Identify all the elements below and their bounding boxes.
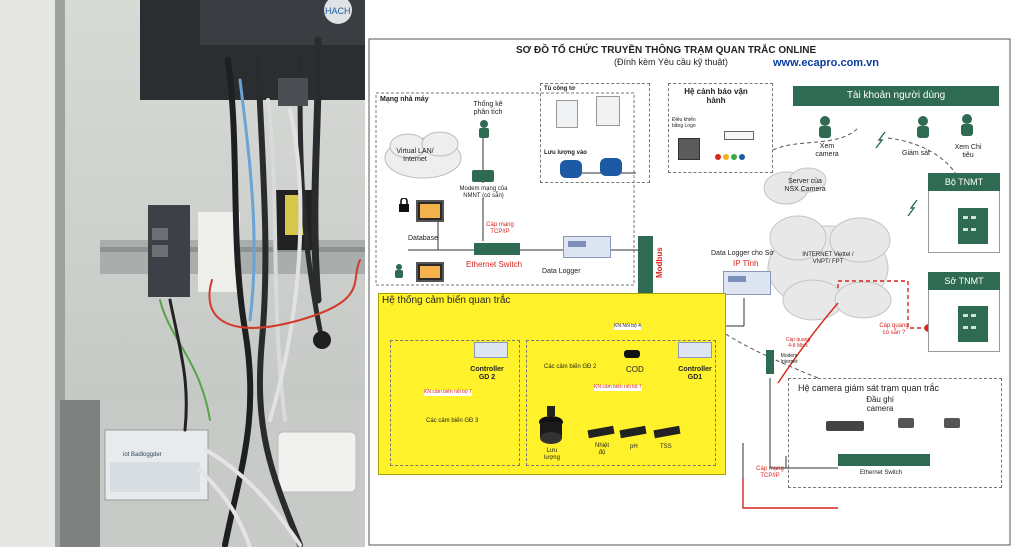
operator-person-icon xyxy=(394,264,404,278)
ph-label: pH xyxy=(630,444,638,450)
power-meter-1 xyxy=(556,100,578,128)
data-logger-device xyxy=(563,236,611,258)
camera-tcp-label: Cáp mạng TCP/IP xyxy=(756,466,784,479)
monitoring-label: Giám sát xyxy=(902,150,931,157)
alarm-display-icon xyxy=(724,131,754,140)
meter-cabinet-group xyxy=(540,83,650,183)
logo-control-label: Điều khiển bằng Logo xyxy=(672,117,696,129)
camera-2-icon xyxy=(944,418,960,428)
flow-in-label: Lưu lượng vào xyxy=(544,150,587,156)
sensors-gd3-label: Các cảm biến GĐ 3 xyxy=(426,418,479,424)
device-brand-text: HACH xyxy=(325,6,351,16)
diagram-title: SƠ ĐỒ TỔ CHỨC TRUYỀN THÔNG TRẠM QUAN TRẮ… xyxy=(516,45,817,56)
bo-tnmt-header: Bộ TNMT xyxy=(928,173,1000,191)
modbus-label: Modbus xyxy=(655,247,664,278)
recorder-label: Đầu ghi camera xyxy=(866,395,894,413)
controller-gd2-device xyxy=(474,342,508,358)
temperature-label: Nhiệt độ xyxy=(594,443,609,456)
camera-ethernet-switch-icon xyxy=(838,454,930,466)
workstation-monitor-icon xyxy=(416,262,444,282)
supervisor-icon xyxy=(916,116,930,138)
tss-label: TSS xyxy=(660,444,672,450)
tcp-cable-label: Cáp mạng TCP/IP xyxy=(486,222,514,235)
plant-network-label: Mạng nhà máy xyxy=(380,96,429,103)
virtual-lan-label: Virtual LAN/ Internet xyxy=(396,148,434,163)
view-indicators-label: Xem Chỉ tiêu xyxy=(954,144,982,159)
camera-switch-label: Ethernet Switch xyxy=(860,470,903,476)
camera-viewer-icon xyxy=(818,116,832,138)
flow-sensor-icon xyxy=(536,406,566,448)
so-tnmt-header: Sở TNMT xyxy=(928,272,1000,290)
modem-icon xyxy=(766,350,774,374)
installation-photo: HACH iot Badloggder xyxy=(0,0,365,547)
recorder-icon xyxy=(826,421,864,431)
alarm-system-label: Hệ cảnh báo vận hành xyxy=(684,87,748,105)
fiber-wan-label: Cáp quang có sẵn ? xyxy=(879,323,909,336)
sensor-system-label: Hệ thống cảm biến quan trắc xyxy=(382,295,511,306)
database-monitor-icon xyxy=(416,200,444,222)
department-logger-device xyxy=(723,271,771,295)
router-icon xyxy=(472,170,494,182)
data-logger-label: Data Logger xyxy=(542,268,581,275)
website-link[interactable]: www.ecapro.com.vn xyxy=(773,57,879,69)
internet-label: INTERNET Viettel / VNPT/ FPT xyxy=(802,252,854,265)
flow-meter-1 xyxy=(560,160,582,178)
kn-sensors-gd1-label: KN cảm biến nối bộ 7 xyxy=(594,384,642,391)
cod-label: COD xyxy=(626,365,644,374)
lock-icon xyxy=(398,197,410,212)
modbus-bus xyxy=(638,236,653,294)
gd2-group xyxy=(390,340,520,466)
network-diagram: SƠ ĐỒ TỔ CHỨC TRUYỀN THÔNG TRẠM QUAN TRẮ… xyxy=(368,38,1011,547)
installation-photo-art: HACH iot Badloggder xyxy=(0,0,365,547)
modem-internet-label: Modem Internet xyxy=(780,353,798,365)
controller-gd1-label: Controller GD1 xyxy=(678,366,712,381)
controller-gd1-device xyxy=(678,342,712,358)
ethernet-switch-label: Ethernet Switch xyxy=(466,260,523,269)
logger-department-label: Data Logger cho Sở xyxy=(711,250,774,257)
alarm-lights-icon xyxy=(714,148,754,160)
plant-modem-label: Modem mạng của NMNT (có sẵn) xyxy=(459,186,508,199)
analyst-person-icon xyxy=(478,120,490,138)
accounts-header: Tài khoản người dùng xyxy=(793,86,999,106)
stats-label: Thống kê phân tích xyxy=(473,101,503,116)
gd1-group xyxy=(526,340,716,466)
indicator-viewer-icon xyxy=(960,114,974,136)
kn-sensors-gd2-label: KN cảm biến nối bộ 7 xyxy=(424,389,472,396)
logo-plc-device xyxy=(678,138,700,160)
camera-system-label: Hệ camera giám sát trạm quan trắc xyxy=(798,383,940,393)
ethernet-switch-icon xyxy=(474,243,520,255)
so-tnmt-server-icon xyxy=(958,306,988,342)
power-meter-2 xyxy=(596,96,620,126)
diagram-subtitle: (Đính kèm Yêu cầu kỹ thuật) xyxy=(614,57,728,67)
alarm-system-group xyxy=(668,83,773,173)
bo-tnmt-server-icon xyxy=(958,208,988,244)
flow-label: Lưu lượng xyxy=(544,448,560,461)
sensor-system-area xyxy=(378,293,726,475)
meter-cabinet-label: Tủ công tơ xyxy=(544,86,576,92)
cod-sensor-icon xyxy=(624,350,640,358)
kn-main-label: KN Nối bộ 4 xyxy=(614,323,641,330)
database-label: Database xyxy=(408,235,438,242)
fiber-speed-label: Cáp quang 4-8 Mb/s xyxy=(785,337,811,349)
flow-meter-2 xyxy=(600,158,622,176)
sensors-gd2-label: Các cảm biến GĐ 2 xyxy=(544,364,597,370)
logger-brand-text: iot Badloggder xyxy=(123,452,162,458)
controller-gd2-label: Controller GD 2 xyxy=(470,366,504,381)
nsx-server-label: Server của NSX Camera xyxy=(784,178,826,193)
camera-system-group xyxy=(788,378,1002,488)
camera-1-icon xyxy=(898,418,914,428)
static-ip-label: IP Tĩnh xyxy=(733,259,759,268)
view-camera-label: Xem camera xyxy=(815,143,839,158)
